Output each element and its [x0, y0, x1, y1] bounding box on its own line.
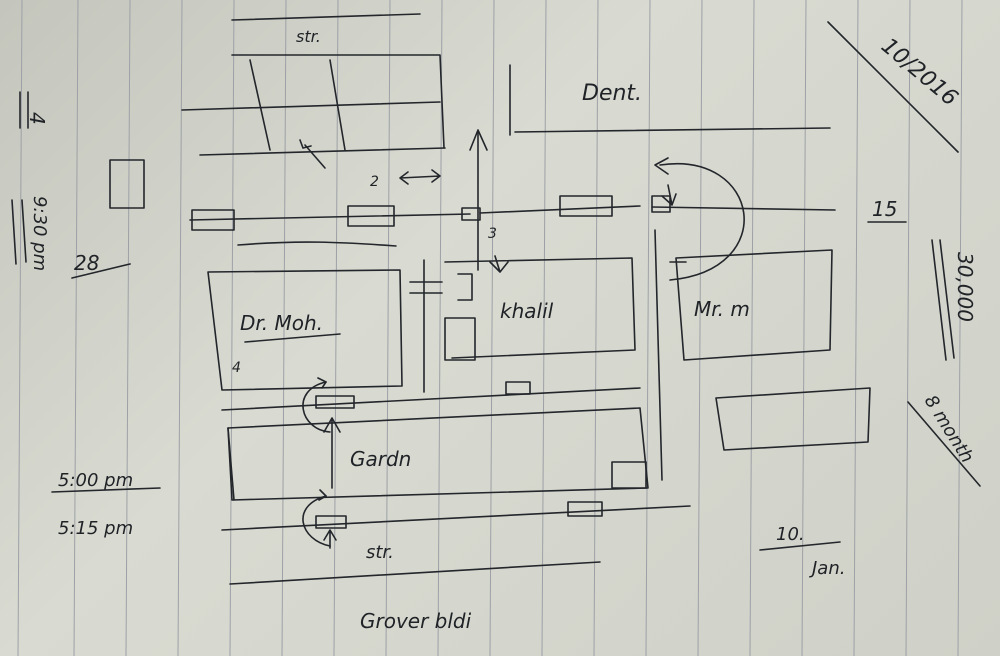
- label-num-4: 4: [232, 360, 241, 376]
- label-num-3: 3: [488, 226, 497, 242]
- garden-block: [227, 407, 649, 501]
- margin-date: 10/2016: [876, 33, 962, 111]
- mr-m-block: [654, 229, 833, 481]
- two-way-arrow: [399, 169, 441, 185]
- margin-duration: 8 month: [920, 392, 978, 467]
- margin-number-28: 28: [74, 251, 99, 275]
- label-dr-moh: Dr. Moh.: [240, 311, 323, 335]
- label-grover: Grover bldi: [360, 609, 472, 633]
- street-upper: [189, 195, 836, 231]
- margin-amount: 30,000: [953, 252, 977, 322]
- date-slash: [827, 21, 959, 153]
- street-lower: [221, 489, 691, 585]
- small-box-left: [109, 159, 145, 209]
- margin-deadline-day: 10.: [776, 524, 805, 545]
- margin-time-1: 9:30 pm: [29, 196, 50, 271]
- right-block: [715, 387, 871, 451]
- label-dent: Dent.: [582, 81, 642, 106]
- margin-deadline-month: Jan.: [809, 558, 845, 579]
- label-num-2: 2: [370, 174, 379, 190]
- label-mr-m: Mr. m: [694, 297, 750, 321]
- street-middle: [221, 377, 641, 433]
- margin-time-2: 5:00 pm: [58, 470, 133, 491]
- margin-number-15: 15: [872, 197, 897, 221]
- label-str-bottom: str.: [366, 542, 394, 563]
- label-str-top: str.: [296, 27, 321, 46]
- u-turn-arrow: [659, 162, 745, 281]
- arrow-up-dent: [469, 64, 831, 271]
- ruled-lines: [17, 0, 963, 656]
- margin-time-3: 5:15 pm: [58, 518, 133, 539]
- khalil-block: [409, 255, 636, 393]
- label-garden: Gardn: [350, 447, 411, 471]
- margin-top-number: 4: [25, 112, 49, 125]
- label-khalil: khalil: [500, 299, 554, 323]
- dr-moh-block: [207, 241, 403, 391]
- top-block: [181, 13, 446, 169]
